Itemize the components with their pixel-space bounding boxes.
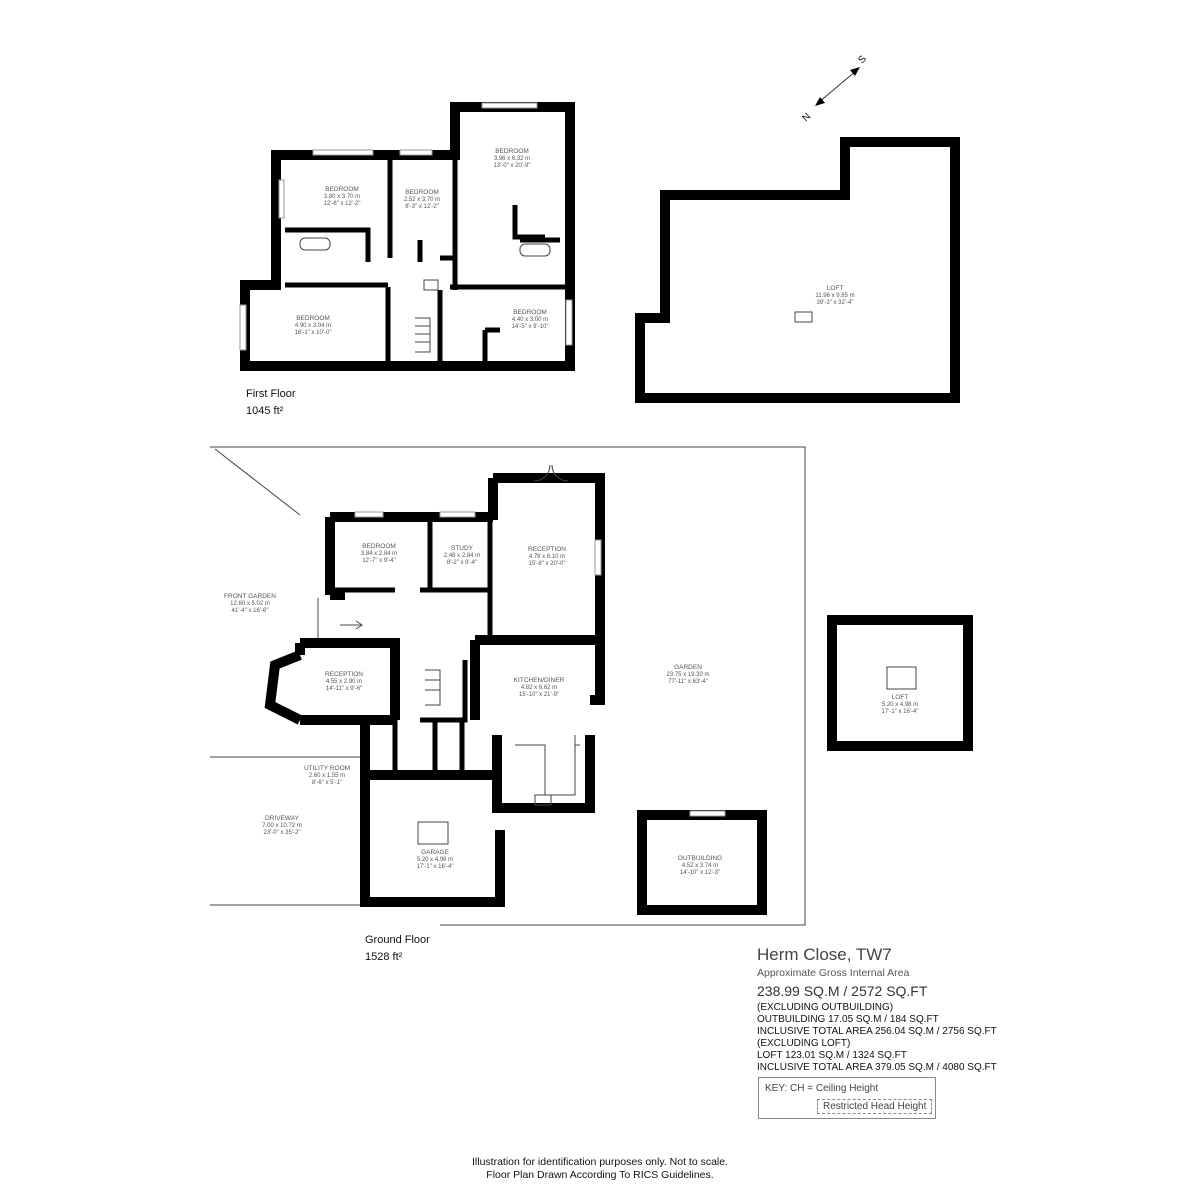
area-line: LOFT 123.01 SQ.M / 1324 SQ.FT [757, 1050, 907, 1061]
room-label: BEDROOM [405, 189, 439, 196]
room-label: 14'-10" x 12'-3" [680, 870, 720, 876]
key-restricted-head-height: Restricted Head Height [817, 1099, 933, 1114]
room-label: 13'-0" x 20'-9" [494, 163, 531, 169]
room-label: STUDY [451, 545, 474, 552]
room-label: 5.20 x 4.98 m [882, 702, 918, 708]
room-label: BEDROOM [513, 309, 547, 316]
disclaimer-line: Floor Plan Drawn According To RICS Guide… [486, 1169, 714, 1181]
room-label: 23.75 x 19.30 m [666, 672, 709, 678]
room-label: DRIVEWAY [265, 815, 300, 822]
first-floor-title: First Floor [246, 388, 296, 400]
disclaimer-line: Illustration for identification purposes… [471, 1156, 729, 1168]
compass-icon: S N [800, 53, 869, 124]
room-label: GARDEN [674, 664, 702, 671]
room-label: 3.96 x 6.32 m [494, 156, 530, 162]
ground-floor-room-labels: BEDROOM 3.84 x 2.84 m 12'-7" x 9'-4" STU… [224, 543, 918, 876]
legend-key: KEY: CH = Ceiling Height Restricted Head… [758, 1077, 936, 1119]
property-title: Herm Close, TW7 [757, 945, 892, 964]
room-label: 4.55 x 2.90 m [326, 679, 362, 685]
room-label: FRONT GARDEN [224, 593, 276, 600]
room-label: 4.40 x 3.00 m [512, 317, 548, 323]
room-label: 16'-1" x 10'-0" [295, 330, 332, 336]
room-label: KITCHEN/DINER [514, 677, 565, 684]
room-label: 77'-11" x 63'-4" [668, 679, 708, 685]
first-floor-plan [239, 102, 575, 371]
room-label: 17'-1" x 16'-4" [417, 864, 454, 870]
room-label: BEDROOM [296, 315, 330, 322]
room-label: 3.80 x 3.70 m [324, 194, 360, 200]
area-line: INCLUSIVE TOTAL AREA 379.05 SQ.M / 4080 … [757, 1062, 997, 1073]
room-label: GARAGE [421, 849, 449, 856]
compass-n: N [800, 111, 813, 124]
room-label: 8'-6" x 5'-1" [312, 780, 342, 786]
room-label: 4.52 x 3.74 m [682, 863, 718, 869]
room-label: OUTBUILDING [678, 855, 722, 862]
ground-floor-title: Ground Floor [365, 934, 430, 946]
area-subtitle: Approximate Gross Internal Area [757, 967, 910, 979]
room-label: 15'-8" x 20'-0" [529, 561, 566, 567]
ground-floor-area: 1528 ft² [365, 951, 403, 963]
room-label: 4.90 x 3.04 m [295, 323, 331, 329]
compass-s: S [856, 53, 869, 66]
room-label: 5.20 x 4.98 m [417, 857, 453, 863]
total-area: 238.99 SQ.M / 2572 SQ.FT [757, 983, 928, 999]
room-label: LOFT [827, 285, 844, 292]
room-label: 4.78 x 6.10 m [529, 554, 565, 560]
room-label: LOFT [892, 694, 909, 701]
footer-disclaimer: Illustration for identification purposes… [0, 1156, 1200, 1182]
room-label: BEDROOM [362, 543, 396, 550]
room-label: UTILITY ROOM [304, 765, 350, 772]
room-label: 8'-2" x 9'-4" [447, 560, 477, 566]
room-label: 8'-3" x 12'-2" [405, 204, 439, 210]
room-label: 3.84 x 2.84 m [361, 551, 397, 557]
room-label: RECEPTION [325, 671, 363, 678]
area-line: OUTBUILDING 17.05 SQ.M / 184 SQ.FT [757, 1014, 939, 1025]
area-line: INCLUSIVE TOTAL AREA 256.04 SQ.M / 2756 … [757, 1026, 997, 1037]
room-label: 2.48 x 2.84 m [444, 553, 480, 559]
room-label: 2.60 x 1.55 m [309, 773, 345, 779]
first-floor-label: First Floor 1045 ft² [246, 386, 296, 420]
room-label: BEDROOM [325, 186, 359, 193]
key-ceiling-height: KEY: CH = Ceiling Height [765, 1083, 879, 1094]
room-label: 4.82 x 6.62 m [521, 685, 557, 691]
ground-floor-plan [210, 446, 973, 926]
room-label: 12.60 x 5.02 m [230, 601, 270, 607]
room-label: 2.52 x 3.70 m [404, 197, 440, 203]
room-label: 12'-6" x 12'-2" [324, 201, 361, 207]
loft-main-plan: LOFT 11.96 x 9.85 m 39'-3" x 32'-4" [635, 137, 960, 403]
room-label: 12'-7" x 9'-4" [362, 558, 396, 564]
room-label: 41'-4" x 16'-6" [232, 608, 269, 614]
room-label: 17'-1" x 16'-4" [882, 709, 919, 715]
area-summary: Herm Close, TW7 Approximate Gross Intern… [757, 945, 997, 1074]
room-label: RECEPTION [528, 546, 566, 553]
ground-floor-label: Ground Floor 1528 ft² [365, 932, 430, 966]
room-label: 7.00 x 10.72 m [262, 823, 302, 829]
first-floor-area: 1045 ft² [246, 405, 284, 417]
first-floor-room-labels: BEDROOM 3.80 x 3.70 m 12'-6" x 12'-2" BE… [295, 148, 549, 336]
room-label: BEDROOM [495, 148, 529, 155]
area-line: (EXCLUDING OUTBUILDING) [757, 1002, 894, 1013]
room-label: 39'-3" x 32'-4" [817, 300, 854, 306]
room-label: 23'-0" x 35'-2" [264, 830, 301, 836]
room-label: 15'-10" x 21'-9" [519, 692, 559, 698]
room-label: 11.96 x 9.85 m [815, 293, 854, 299]
room-label: 14'-11" x 9'-6" [326, 686, 362, 692]
area-line: (EXCLUDING LOFT) [757, 1038, 851, 1049]
room-label: 14'-5" x 9'-10" [512, 324, 549, 330]
